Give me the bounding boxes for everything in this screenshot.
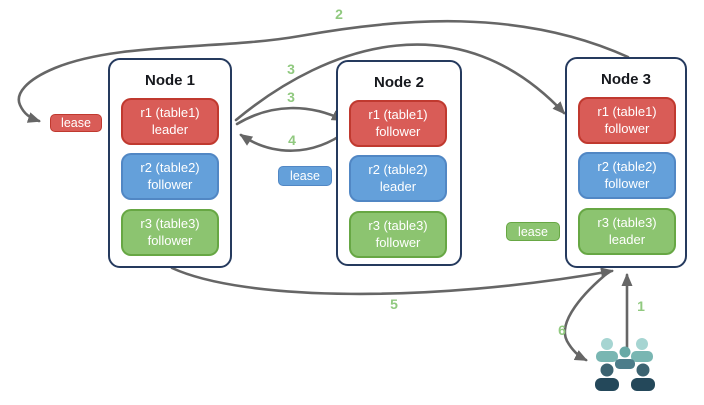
arrow-step-3-replicate-to-node3 (234, 43, 566, 122)
node-3-title: Node 3 (600, 71, 651, 88)
step-label-1: 1 (637, 298, 645, 314)
replica-name: r1 (table1) (368, 107, 428, 123)
node-card-1: Node 1 r1 (table1) leader r2 (table2) fo… (108, 58, 232, 268)
replica-role: leader (379, 178, 417, 194)
replica-name: r2 (table2) (140, 160, 200, 176)
arrow-step-2-lease-transfer (17, 19, 630, 123)
arrow-step-6-response-to-client (563, 269, 612, 362)
arrow-step-5-node1-to-node3 (170, 266, 614, 296)
replica-node2-r3: r3 (table3) follower (349, 211, 447, 258)
replica-role: follower (147, 232, 193, 248)
replica-role: leader (151, 121, 189, 137)
step-label-3a: 3 (287, 61, 295, 77)
step-label-3b: 3 (287, 89, 295, 105)
replica-name: r3 (table3) (368, 218, 428, 234)
replica-node3-r2: r2 (table2) follower (578, 152, 676, 199)
replica-name: r2 (table2) (368, 162, 428, 178)
users-icon (595, 338, 655, 391)
step-label-5: 5 (390, 296, 398, 312)
step-label-6: 6 (558, 322, 566, 338)
replica-name: r1 (table1) (140, 105, 200, 121)
replica-node1-r1: r1 (table1) leader (121, 98, 219, 145)
lease-badge-table1: lease (50, 114, 102, 132)
replica-role: follower (147, 176, 193, 192)
arrow-step-4-ack-to-leader (239, 129, 349, 152)
replica-name: r2 (table2) (597, 159, 657, 175)
replica-name: r3 (table3) (597, 215, 657, 231)
node-card-3: Node 3 r1 (table1) follower r2 (table2) … (565, 57, 687, 268)
replica-node3-r1: r1 (table1) follower (578, 97, 676, 144)
replica-node2-r2: r2 (table2) leader (349, 155, 447, 202)
node-1-title: Node 1 (144, 72, 195, 89)
replica-role: follower (604, 175, 650, 191)
lease-badge-table2: lease (278, 166, 332, 186)
replica-node3-r3: r3 (table3) leader (578, 208, 676, 255)
node-card-2: Node 2 r1 (table1) follower r2 (table2) … (336, 60, 462, 266)
replica-node1-r2: r2 (table2) follower (121, 153, 219, 200)
replica-role: follower (604, 120, 650, 136)
lease-badge-table3: lease (506, 222, 560, 241)
step-label-2: 2 (335, 6, 343, 22)
replica-role: follower (375, 234, 421, 250)
replica-node2-r1: r1 (table1) follower (349, 100, 447, 147)
replica-name: r3 (table3) (140, 216, 200, 232)
replica-role: follower (375, 123, 421, 139)
replica-node1-r3: r3 (table3) follower (121, 209, 219, 256)
node-2-title: Node 2 (373, 74, 424, 91)
replica-name: r1 (table1) (597, 104, 657, 120)
step-label-4: 4 (288, 132, 296, 148)
replica-role: leader (608, 231, 646, 247)
arrow-step-3-replicate-to-node2 (235, 106, 345, 126)
